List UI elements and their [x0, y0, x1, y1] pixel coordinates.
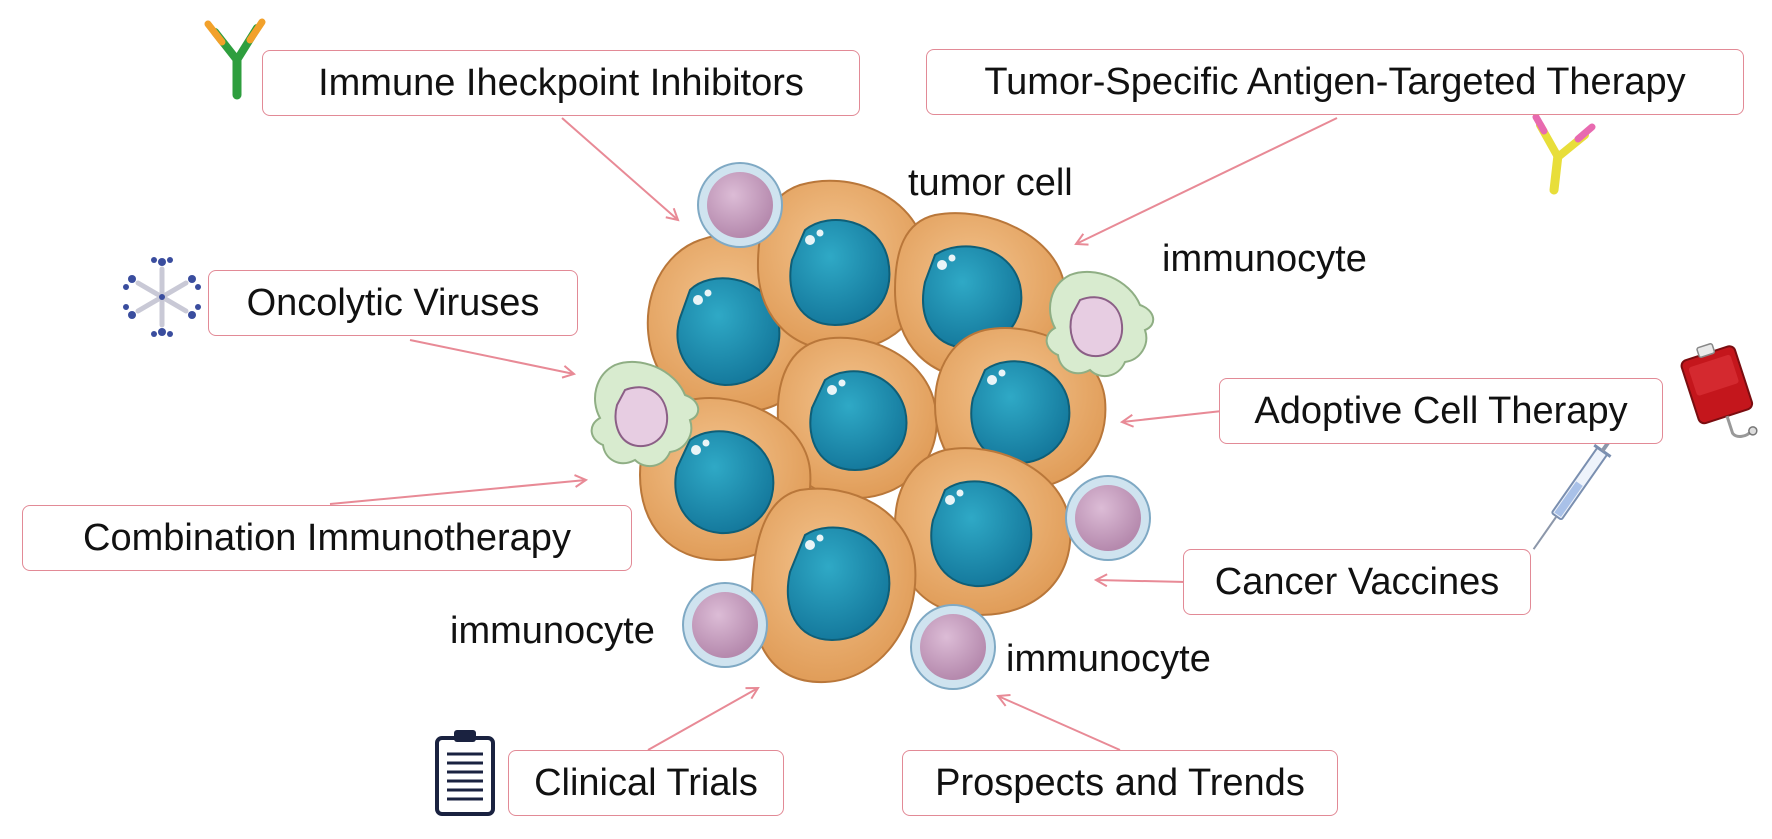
clipboard-icon [435, 730, 495, 816]
arrow-clinical [647, 688, 758, 751]
arrows [329, 117, 1338, 751]
label-prospects-trends: Prospects and Trends [902, 750, 1338, 816]
tumor-cell [750, 487, 917, 684]
label-immunocyte-left: immunocyte [450, 610, 655, 652]
arrow-combination [329, 480, 586, 505]
label-immunocyte-right: immunocyte [1162, 238, 1367, 280]
blood-bag-icon [1680, 343, 1758, 438]
tumor-cell [756, 179, 928, 352]
arrow-antigen [1076, 117, 1338, 244]
arrow-vaccines [1096, 580, 1187, 582]
label-cancer-vaccines: Cancer Vaccines [1183, 549, 1531, 615]
label-tumor-cell: tumor cell [908, 162, 1073, 204]
arrow-adoptive [1122, 410, 1223, 422]
macrophage-right [1045, 270, 1155, 378]
antibody-icon [204, 18, 266, 100]
label-clinical-trials: Clinical Trials [508, 750, 784, 816]
label-oncolytic-viruses: Oncolytic Viruses [208, 270, 578, 336]
syringe-icon [1532, 426, 1624, 550]
arrow-checkpoint [561, 117, 678, 220]
immunocyte-top [697, 162, 783, 248]
immunocyte-bottom [910, 604, 996, 690]
macrophage-left [590, 360, 700, 468]
tumor-cell [776, 336, 938, 500]
label-adoptive-cell-therapy: Adoptive Cell Therapy [1219, 378, 1663, 444]
arrow-oncolytic [409, 339, 574, 374]
label-antigen-targeted-therapy: Tumor-Specific Antigen-Targeted Therapy [926, 49, 1744, 115]
label-immunocyte-bottom: immunocyte [1006, 638, 1211, 680]
label-checkpoint-inhibitors: Immune Iheckpoint Inhibitors [262, 50, 860, 116]
arrow-prospects [998, 696, 1121, 751]
tumor-cell [893, 447, 1072, 617]
immunocyte-right [1065, 475, 1151, 561]
immunocyte-bottom-left [682, 582, 768, 668]
antibody-icon [1532, 113, 1596, 195]
virus-icon [123, 257, 201, 337]
tumor-cell-cluster [638, 179, 1107, 684]
label-combination-immunotherapy: Combination Immunotherapy [22, 505, 632, 571]
